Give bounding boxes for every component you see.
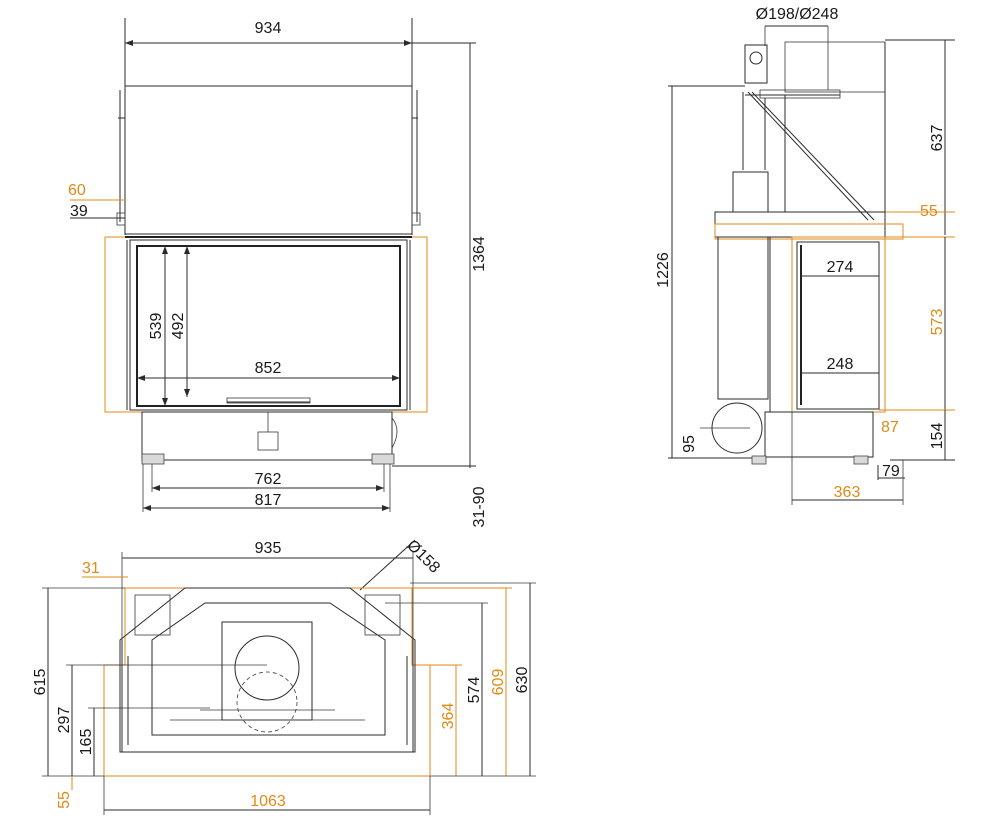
dim-154: 154 [929, 423, 946, 450]
dim-flue-top: Ø158 [403, 537, 443, 577]
dim-274: 274 [827, 259, 854, 276]
dim-1364: 1364 [471, 236, 488, 272]
dim-39: 39 [70, 203, 88, 220]
dim-817: 817 [255, 492, 282, 509]
dim-630: 630 [514, 667, 531, 694]
dim-762: 762 [255, 471, 282, 488]
dim-248: 248 [827, 356, 854, 373]
dim-31: 31 [82, 560, 100, 577]
dim-363: 363 [834, 484, 861, 501]
dim-31-90: 31-90 [471, 486, 488, 527]
dim-637: 637 [929, 125, 946, 152]
dim-55-side: 55 [920, 203, 938, 220]
dim-609: 609 [490, 669, 507, 696]
dim-492: 492 [170, 313, 187, 340]
dim-934: 934 [255, 20, 282, 37]
dim-364: 364 [440, 703, 457, 730]
dim-539: 539 [148, 313, 165, 340]
dim-1226: 1226 [655, 252, 672, 288]
dim-95: 95 [681, 435, 698, 453]
dim-60: 60 [68, 182, 86, 199]
dim-935: 935 [255, 540, 282, 557]
dim-615: 615 [32, 669, 49, 696]
dim-55-top: 55 [56, 791, 73, 809]
dim-87: 87 [881, 419, 899, 436]
dim-852: 852 [255, 360, 282, 377]
dim-1063: 1063 [250, 793, 286, 810]
dim-297: 297 [56, 707, 73, 734]
dim-79: 79 [882, 463, 900, 480]
dim-573: 573 [929, 309, 946, 336]
dim-flue-side: Ø198/Ø248 [756, 6, 839, 23]
top-view: 935 31 Ø158 615 297 165 [32, 537, 536, 815]
side-view: Ø198/Ø248 637 55 [655, 6, 955, 505]
front-view: 934 60 39 539 492 85 [68, 18, 488, 527]
dim-574: 574 [466, 677, 483, 704]
dim-165: 165 [78, 729, 95, 756]
